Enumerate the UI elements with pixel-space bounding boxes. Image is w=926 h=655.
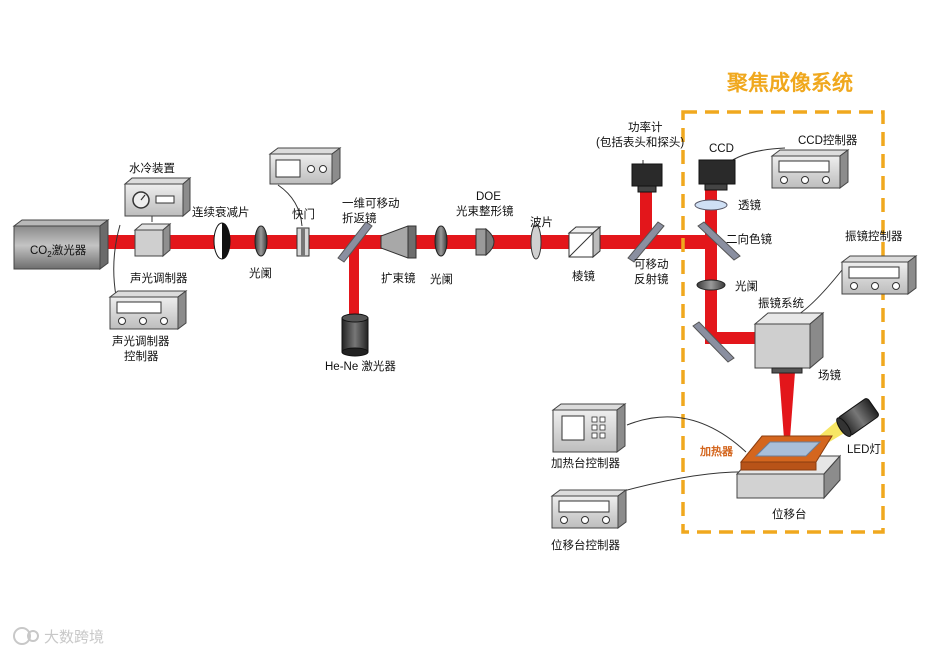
acousto-optic-modulator: 声光调制器 [130, 222, 188, 285]
co2-laser: CO2激光器 [12, 219, 110, 270]
shutter-label: 快门 [292, 207, 315, 221]
stage-controller-label: 位移台控制器 [551, 538, 620, 552]
prism-cube: 棱镜 [567, 225, 602, 283]
flip-mirror-label-line2: 折返镜 [342, 211, 377, 225]
aperture-3-label: 光阑 [735, 279, 758, 293]
beam-focus-vertical [705, 186, 717, 336]
doe-beam-shaper: DOE 光束整形镜 [456, 191, 514, 257]
stage-label: 位移台 [772, 507, 807, 521]
dichroic-mirror: 二向色镜 [697, 221, 772, 261]
water-cooling-label: 水冷装置 [129, 162, 175, 175]
power-meter-label-line2: (包括表头和探头) [596, 135, 684, 149]
hene-laser: He-Ne 激光器 [325, 313, 396, 373]
focus-imaging-system-box [681, 110, 885, 534]
galvo-label: 振镜系统 [758, 296, 804, 310]
watermark-logo-icon [13, 627, 31, 645]
aperture-3: 光阑 [696, 279, 758, 293]
heater-plate: 加热器 [699, 435, 833, 471]
movable-mirror: 可移动 反射镜 [627, 221, 669, 286]
dichroic-label: 二向色镜 [726, 232, 772, 246]
galvo-controller: 振镜控制器 [840, 229, 918, 295]
ccd-controller: CCD控制器 [770, 133, 858, 189]
field-lens: 场镜 [771, 367, 841, 382]
doe-label-line1: DOE [476, 191, 501, 203]
waveplate: 波片 [530, 216, 553, 260]
waveplate-label: 波片 [530, 216, 553, 229]
galvo-system: 振镜系统 [753, 296, 825, 370]
watermark-text: 大数跨境 [44, 628, 104, 646]
shutter: 快门 [292, 207, 315, 257]
stage-controller: 位移台控制器 [550, 489, 628, 552]
led-lamp: LED灯 [836, 398, 881, 456]
aom-controller-label-line1: 声光调制器 [112, 334, 170, 348]
ccd-controller-label: CCD控制器 [798, 133, 858, 147]
aom-controller: 声光调制器 控制器 [108, 290, 188, 363]
beam-focused-cone [779, 372, 795, 452]
led-label: LED灯 [847, 443, 881, 456]
laser-beam-paths [90, 186, 846, 456]
heater-controller: 加热台控制器 [551, 403, 627, 470]
ccd-camera: CCD [698, 143, 736, 191]
doe-label-line2: 光束整形镜 [456, 204, 514, 218]
aperture-2: 光阑 [430, 225, 453, 286]
ccd-label: CCD [709, 143, 734, 155]
power-meter-label-line1: 功率计 [628, 120, 663, 134]
aperture-2-label: 光阑 [430, 272, 453, 286]
attenuator-label: 连续衰减片 [192, 205, 250, 219]
beam-power-meter-vertical [640, 186, 652, 241]
heater-controller-label: 加热台控制器 [551, 456, 620, 470]
beam-expander-label: 扩束镜 [381, 271, 416, 285]
co2-laser-label: CO2激光器 [30, 243, 87, 259]
flip-mirror: 一维可移动 折返镜 [337, 197, 400, 263]
shutter-controller [268, 147, 342, 185]
flip-mirror-label-line1: 一维可移动 [342, 197, 400, 210]
watermark: 大数跨境 [13, 627, 104, 646]
aom-label: 声光调制器 [130, 271, 188, 285]
field-lens-label: 场镜 [818, 368, 841, 382]
galvo-feed-mirror [692, 321, 735, 363]
galvo-controller-label: 振镜控制器 [845, 229, 903, 243]
aperture-1: 光阑 [249, 225, 272, 280]
imaging-lens: 透镜 [694, 198, 761, 212]
focus-imaging-title: 聚焦成像系统 [726, 71, 853, 95]
lens-label: 透镜 [738, 198, 761, 212]
continuous-attenuator: 连续衰减片 [192, 205, 250, 260]
power-meter: 功率计 (包括表头和探头) [596, 120, 684, 193]
beam-expander: 扩束镜 [380, 225, 417, 285]
beam-galvo-horizontal [705, 332, 770, 344]
hene-laser-label: He-Ne 激光器 [325, 359, 396, 373]
water-cooling-unit: 水冷装置 [123, 162, 192, 218]
heater-label: 加热器 [699, 444, 734, 458]
beam-hene-vertical [349, 240, 359, 320]
aperture-1-label: 光阑 [249, 266, 272, 280]
aom-controller-label-line2: 控制器 [124, 349, 159, 363]
movable-mirror-label-line1: 可移动 [634, 258, 669, 271]
prism-label: 棱镜 [572, 269, 595, 283]
movable-mirror-label-line2: 反射镜 [634, 272, 669, 286]
